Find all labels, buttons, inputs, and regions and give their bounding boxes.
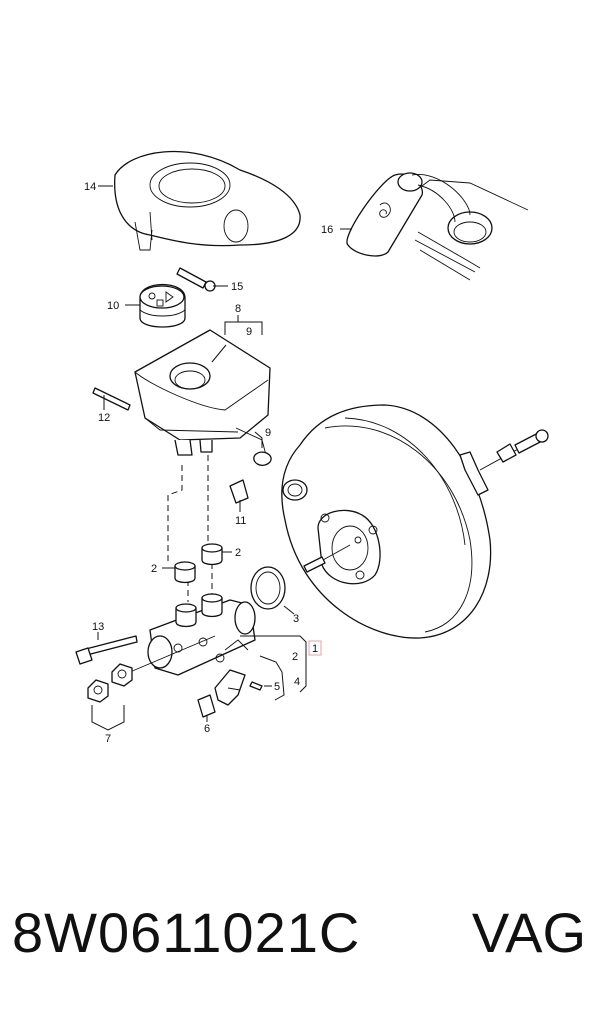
callout-9-right: 9 [265,427,271,439]
seal-ring-3 [250,566,286,610]
callout-1-highlight [308,640,322,656]
screw-5 [249,681,263,691]
stud-13 [75,635,138,665]
callout-2-lower: 2 [292,651,298,663]
brake-booster [281,404,549,639]
callout-15: 15 [231,281,243,293]
inset-reservoir-view [346,172,529,281]
callout-10: 10 [107,300,119,312]
assembly-guide-lines [167,455,213,602]
callout-6: 6 [204,723,210,735]
callout-4: 4 [294,676,300,688]
callout-9-top: 9 [246,326,252,338]
connector-11 [229,479,249,504]
footer-caption: 8W0611021C VAG [0,900,600,980]
callout-16: 16 [321,224,333,236]
master-cylinder [129,593,256,676]
callout-numbers: 14 15 10 8 9 12 9 11 2 2 3 13 1 2 4 5 6 … [84,181,333,745]
reservoir-cover [114,150,301,251]
callout-13: 13 [92,621,104,633]
reservoir-cap [139,284,186,328]
callout-1: 1 [312,643,318,655]
callout-11: 11 [235,515,246,527]
callout-7: 7 [105,733,111,745]
bolt-12 [92,387,131,411]
callout-12: 12 [98,412,110,424]
sensor-bracket-4 [214,669,246,706]
leader-lines [91,185,352,731]
callout-14: 14 [84,181,96,193]
callout-2-right: 2 [235,547,241,559]
brand-label: VAG [471,901,586,964]
part-number: 8W0611021C [12,901,361,964]
nuts-7 [87,663,133,703]
grommets-2 [174,543,223,584]
callout-8: 8 [235,303,241,315]
brake-fluid-reservoir [134,329,272,466]
callout-2-left: 2 [151,563,157,575]
callout-5: 5 [274,681,280,693]
fitting-6 [197,694,216,718]
screw-15 [176,267,216,292]
callout-3: 3 [293,613,299,625]
